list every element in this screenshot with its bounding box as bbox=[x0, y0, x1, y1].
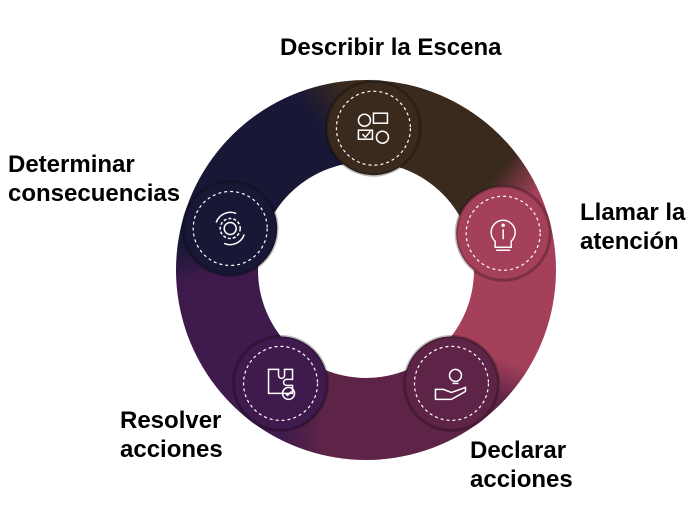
center-hole bbox=[258, 162, 474, 378]
step-node bbox=[232, 334, 330, 432]
step-node bbox=[454, 184, 552, 282]
hand-bulb-icon bbox=[434, 368, 467, 401]
conversation-icon bbox=[357, 112, 390, 144]
gear-cycle-icon bbox=[215, 211, 245, 246]
step-node bbox=[402, 334, 500, 432]
step-node bbox=[181, 179, 279, 277]
puzzle-check-icon bbox=[267, 368, 296, 401]
info-bulb-icon bbox=[490, 219, 516, 251]
step-label-describir: Describir la Escena bbox=[280, 34, 502, 61]
step-node bbox=[324, 79, 422, 177]
